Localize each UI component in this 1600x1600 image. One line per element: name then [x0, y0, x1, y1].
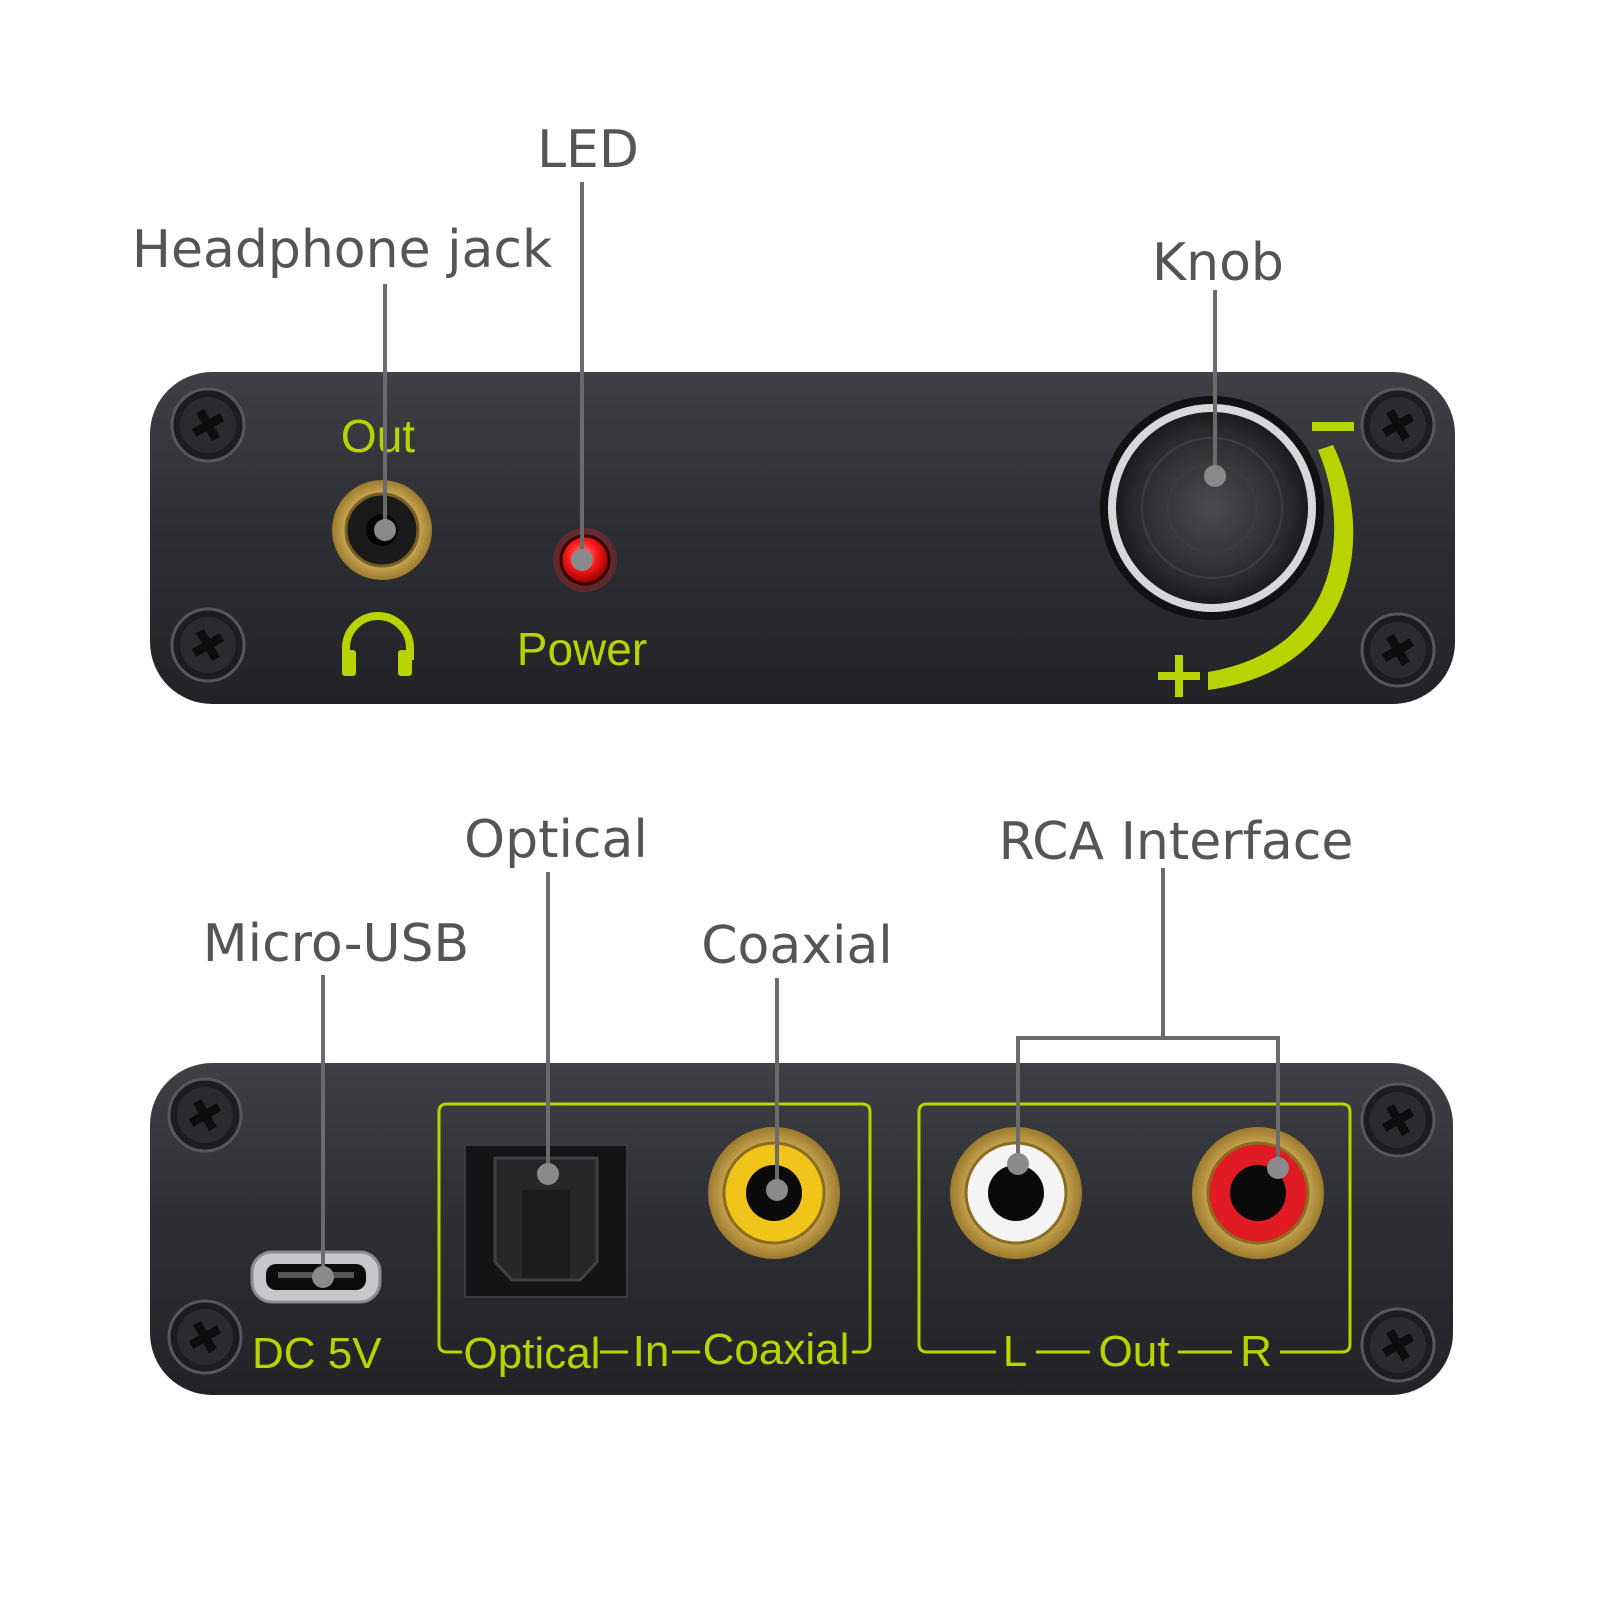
rca-left-port [950, 1127, 1082, 1259]
screw-icon [1360, 1082, 1436, 1158]
in-panel-label: In [633, 1327, 670, 1376]
front-out-label: Out [341, 410, 415, 462]
screw-icon [1360, 387, 1436, 463]
input-group-frame [437, 1102, 872, 1354]
left-channel-label: L [1003, 1327, 1027, 1376]
screw-icon [167, 1299, 243, 1375]
screw-icon [167, 1077, 243, 1153]
led-callout: LED [537, 120, 639, 180]
rca-interface-callout: RCA Interface [998, 812, 1354, 872]
volume-plus-mark [1158, 655, 1200, 697]
screw-icon [170, 607, 246, 683]
optical-callout: Optical [464, 810, 648, 870]
leader-lines [312, 182, 1289, 1288]
dc-label: DC 5V [252, 1329, 382, 1378]
output-group-frame [917, 1102, 1352, 1354]
volume-knob [1100, 396, 1324, 620]
power-label: Power [517, 623, 647, 675]
headphone-icon [342, 612, 414, 676]
screw-icon [1360, 612, 1436, 688]
right-channel-label: R [1240, 1327, 1272, 1376]
coaxial-callout: Coaxial [701, 916, 893, 976]
rear-out-label: Out [1099, 1327, 1170, 1376]
optical-panel-label: Optical [464, 1329, 601, 1378]
screw-icon [1360, 1307, 1436, 1383]
knob-callout: Knob [1152, 233, 1284, 293]
screw-icon [170, 387, 246, 463]
volume-arc [1208, 445, 1354, 690]
coaxial-panel-label: Coaxial [703, 1325, 850, 1374]
rca-right-port [1192, 1127, 1324, 1259]
volume-minus-mark [1312, 422, 1354, 431]
headphone-jack-callout: Headphone jack [131, 220, 553, 280]
micro-usb-callout: Micro-USB [202, 914, 470, 974]
